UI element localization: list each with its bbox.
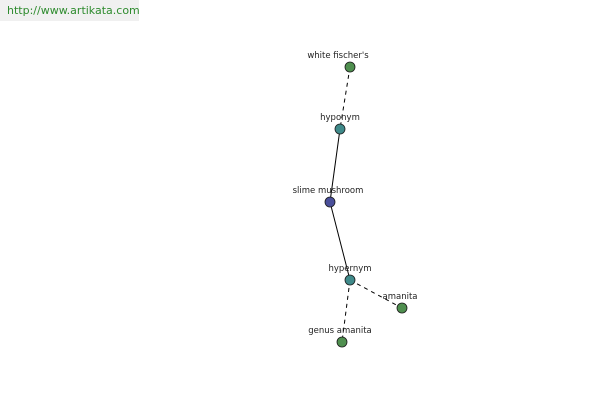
node-label-slime-mushroom: slime mushroom — [293, 186, 364, 196]
node-hypernym[interactable]: hypernym — [328, 264, 372, 286]
node-marker-white-fischers[interactable] — [344, 61, 356, 73]
node-genus-amanita[interactable]: genus amanita — [308, 326, 372, 348]
node-layer: white fischer's hyponym slime mushroom hype… — [293, 51, 418, 348]
node-label-genus-amanita: genus amanita — [308, 326, 372, 336]
edge-hypernym-to-genus-amanita — [341, 279, 351, 343]
node-marker-hypernym[interactable] — [344, 274, 356, 286]
node-white-fischers[interactable]: white fischer's — [307, 51, 369, 73]
node-label-hypernym: hypernym — [328, 264, 371, 274]
node-amanita[interactable]: amanita — [383, 292, 418, 314]
edge-layer — [329, 66, 403, 343]
edge-hypernym-to-amanita — [349, 279, 403, 309]
node-label-hyponym: hyponym — [320, 113, 360, 123]
edge-hyponym-to-slime-mushroom — [329, 128, 341, 203]
node-label-white-fischers: white fischer's — [307, 51, 369, 61]
node-marker-genus-amanita[interactable] — [336, 336, 348, 348]
node-label-amanita: amanita — [383, 292, 418, 302]
edge-slime-mushroom-to-hypernym — [329, 201, 351, 281]
node-marker-slime-mushroom[interactable] — [324, 196, 336, 208]
node-slime-mushroom[interactable]: slime mushroom — [293, 186, 364, 208]
node-marker-amanita[interactable] — [396, 302, 408, 314]
edge-white-fischers-to-hyponym — [339, 66, 351, 130]
source-url-banner[interactable]: http://www.artikata.com — [0, 0, 140, 21]
node-hyponym[interactable]: hyponym — [320, 113, 360, 135]
source-url-text: http://www.artikata.com — [7, 4, 140, 17]
node-marker-hyponym[interactable] — [334, 123, 346, 135]
